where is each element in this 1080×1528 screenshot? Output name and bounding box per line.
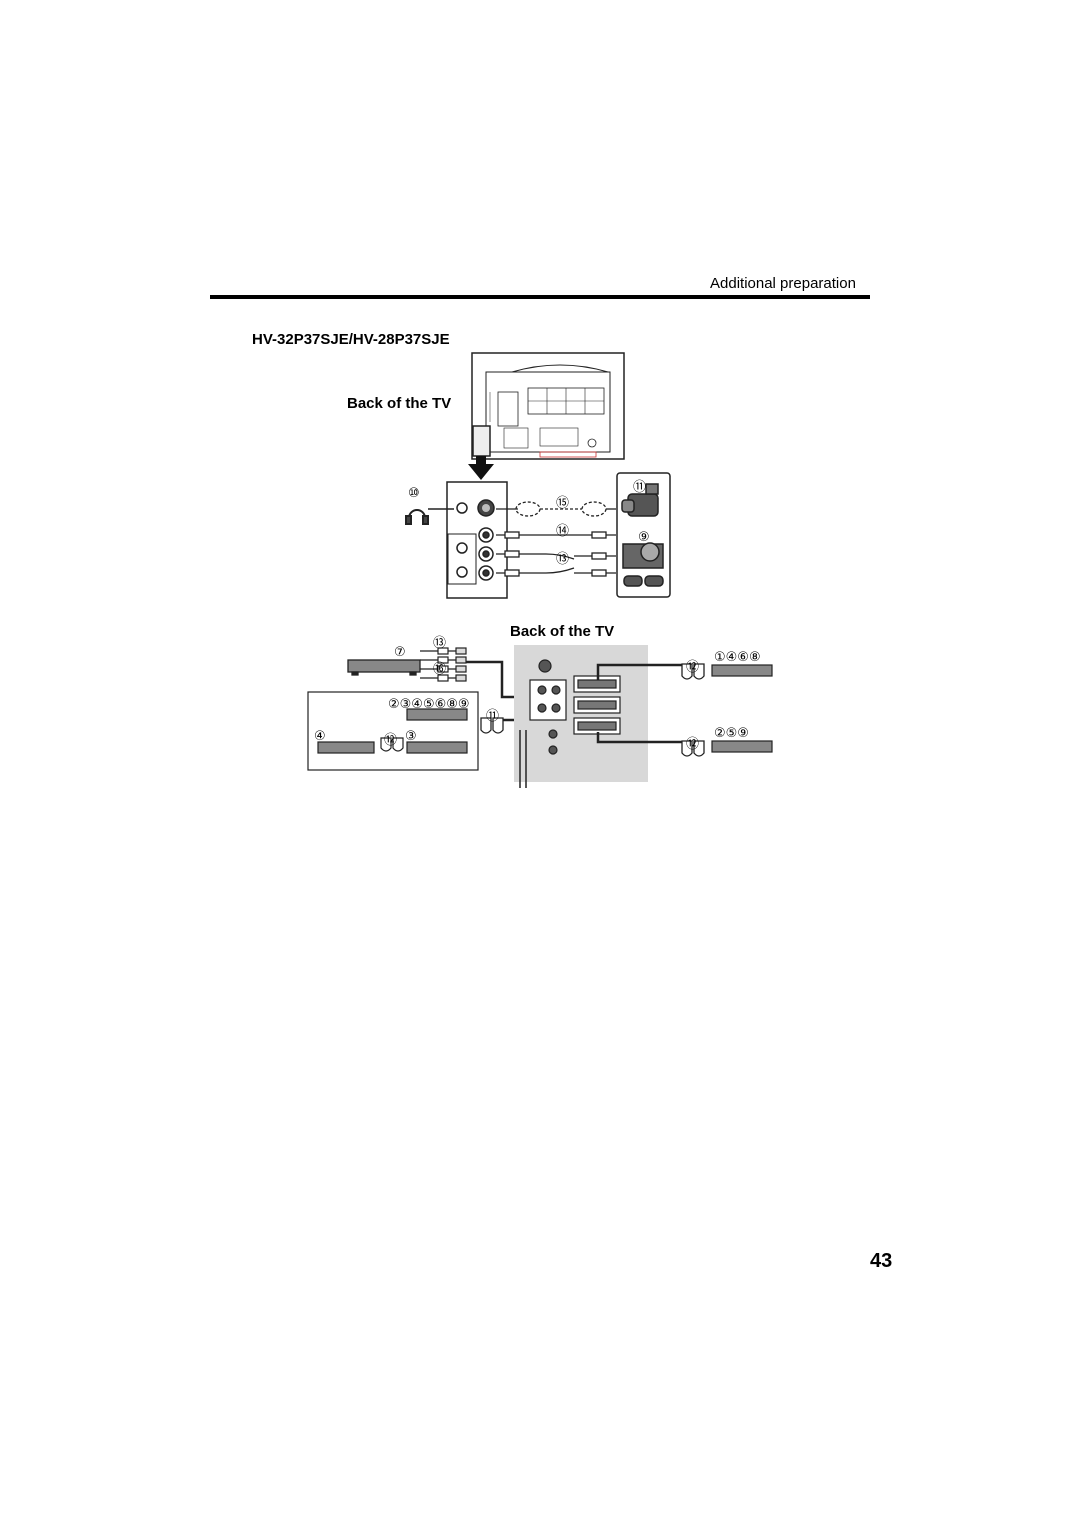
callout-camcorder: ⑪ bbox=[633, 480, 647, 495]
model-heading: HV-32P37SJE/HV-28P37SJE bbox=[252, 331, 450, 348]
headphones-icon bbox=[405, 508, 454, 525]
video-cable bbox=[496, 531, 616, 539]
header-rule bbox=[210, 295, 870, 299]
devices-right bbox=[711, 664, 773, 753]
callout-device-four: ④ bbox=[314, 729, 326, 744]
callout-rca-cable-a: ⑬ bbox=[433, 636, 447, 651]
page-number: 43 bbox=[870, 1250, 893, 1272]
callout-s-video-cable: ⑮ bbox=[556, 496, 570, 511]
callout-game-console: ⑨ bbox=[638, 530, 650, 545]
vcr-device bbox=[347, 659, 421, 676]
callout-scart-left: ⑫ bbox=[384, 733, 398, 748]
callout-devices-lower-right: ②⑤⑨ bbox=[714, 726, 749, 741]
callout-audio-cable: ⑬ bbox=[556, 552, 570, 567]
external-device-group bbox=[616, 472, 671, 598]
audio-cable bbox=[496, 550, 616, 577]
section-title: Additional preparation bbox=[710, 275, 856, 292]
game-console-icon bbox=[622, 542, 664, 587]
callout-devices-upper-right: ①④⑥⑧ bbox=[714, 650, 761, 665]
device-group-box bbox=[307, 691, 479, 771]
s-video-cable bbox=[496, 501, 616, 517]
back-of-tv-label-bottom: Back of the TV bbox=[510, 623, 615, 640]
callout-device-left: ⑦ bbox=[394, 645, 406, 660]
tv-rear-terminal-panel bbox=[514, 645, 648, 788]
callout-scart-upper-right: ⑫ bbox=[686, 660, 700, 675]
tv-rear-illustration bbox=[471, 352, 625, 460]
callout-scart-lower-right: ⑫ bbox=[686, 737, 700, 752]
callout-rca-cable-b: ⑯ bbox=[433, 662, 447, 677]
callout-video-cable: ⑭ bbox=[556, 524, 570, 539]
scart-plugs-right bbox=[681, 663, 705, 757]
callout-scart-mid: ⑪ bbox=[486, 709, 500, 724]
zoom-arrow-icon bbox=[468, 456, 494, 480]
callout-device-three: ③ bbox=[405, 729, 417, 744]
back-of-tv-label-top: Back of the TV bbox=[347, 395, 452, 412]
scart-cables-right bbox=[596, 663, 682, 744]
callout-headphones: ⑩ bbox=[408, 486, 420, 501]
side-jack-panel bbox=[446, 481, 508, 599]
camcorder-icon bbox=[621, 483, 659, 517]
callout-group-devices: ②③④⑤⑥⑧⑨ bbox=[388, 697, 470, 712]
